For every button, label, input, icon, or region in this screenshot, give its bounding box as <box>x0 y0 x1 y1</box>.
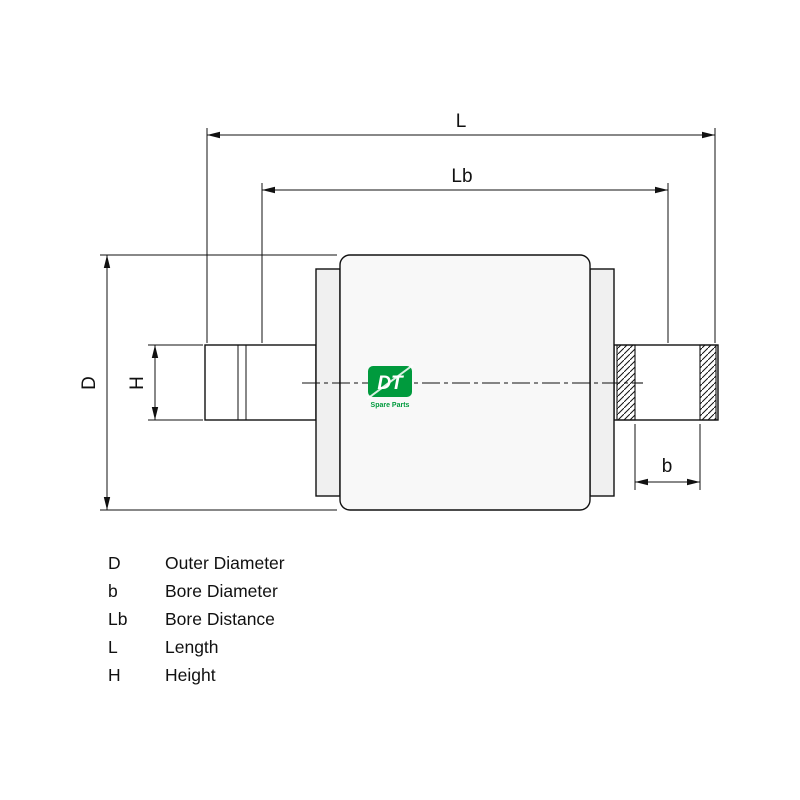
bore-diameter-label: b <box>662 456 673 477</box>
arrowhead-top <box>103 255 111 268</box>
dimension-bore-distance <box>261 183 669 343</box>
logo-text: DT <box>377 373 404 394</box>
outer-diameter-label: D <box>79 376 100 390</box>
arrowhead-right <box>687 478 700 486</box>
arrowhead-right <box>655 186 668 194</box>
arrowhead-left <box>207 131 220 139</box>
legend-symbol: H <box>108 665 121 685</box>
arrowhead-bottom <box>151 407 159 420</box>
arrowhead-left <box>262 186 275 194</box>
left-shaft <box>204 344 317 421</box>
legend-row: D Outer Diameter <box>108 549 285 577</box>
dimension-legend: D Outer Diameter b Bore Diameter Lb Bore… <box>108 549 285 689</box>
dimension-height <box>148 344 203 421</box>
dt-spare-parts-logo: DT Spare Parts <box>366 364 414 409</box>
legend-row: Lb Bore Distance <box>108 605 285 633</box>
logo-swoosh <box>366 364 414 400</box>
length-label: L <box>456 111 467 132</box>
height-label: H <box>127 376 148 390</box>
right-shaft-hatched-wall-right <box>699 344 717 421</box>
legend-description: Height <box>165 665 216 685</box>
legend-row: H Height <box>108 661 285 689</box>
legend-symbol: D <box>108 553 121 573</box>
arrowhead-top <box>151 345 159 358</box>
legend-description: Bore Diameter <box>165 581 278 601</box>
bore-distance-label: Lb <box>451 166 472 187</box>
legend-description: Bore Distance <box>165 609 275 629</box>
legend-description: Outer Diameter <box>165 553 285 573</box>
legend-row: L Length <box>108 633 285 661</box>
legend-symbol: Lb <box>108 609 128 629</box>
dimension-length <box>206 128 716 343</box>
arrowhead-bottom <box>103 497 111 510</box>
dimension-bore-diameter <box>634 424 701 490</box>
arrowhead-right <box>702 131 715 139</box>
legend-row: b Bore Diameter <box>108 577 285 605</box>
logo-tagline: Spare Parts <box>371 402 410 409</box>
dimension-outer-diameter <box>100 254 337 511</box>
legend-description: Length <box>165 637 219 657</box>
legend-symbol: b <box>108 581 118 601</box>
legend-symbol: L <box>108 637 118 657</box>
arrowhead-left <box>635 478 648 486</box>
